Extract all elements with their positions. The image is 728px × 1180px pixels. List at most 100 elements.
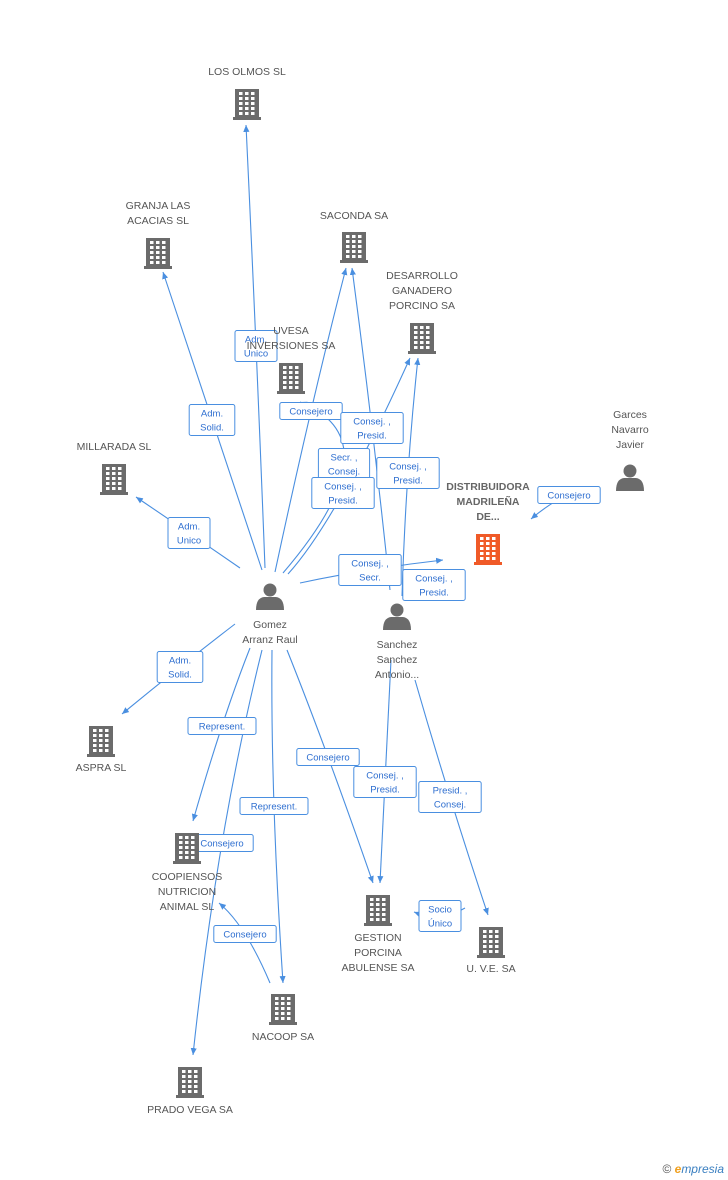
node-label: ASPRA SL: [76, 762, 127, 774]
edge-label-gomez-nacoop[interactable]: Represent.: [239, 797, 309, 815]
node-label: Sanchez: [377, 654, 418, 666]
edge-label-text: Consejero: [223, 930, 266, 941]
node-label: Sanchez: [377, 639, 418, 651]
node-saconda[interactable]: SACONDA SA: [320, 210, 388, 263]
node-label: Garces: [613, 409, 647, 421]
node-label: Javier: [616, 439, 645, 451]
edge-label-gomez-desarrollo[interactable]: Consej. , Presid.: [311, 477, 375, 509]
edge-label-text: Consejero: [547, 491, 590, 502]
node-label: PORCINO SA: [389, 300, 455, 312]
person-icon: [256, 583, 284, 610]
edge-label-gomez-coopiensos[interactable]: Represent.: [187, 717, 257, 735]
node-label: LOS OLMOS SL: [208, 66, 286, 78]
edge-label-garces-distribuidora[interactable]: Consejero: [537, 486, 601, 504]
edge-label-text: Socio: [428, 905, 452, 916]
edge-label-text: Secr.: [359, 573, 381, 584]
node-nacoop[interactable]: NACOOP SA: [252, 994, 314, 1043]
edge-label-text: Consej. ,: [389, 462, 427, 473]
edge-label-text: Presid. ,: [433, 786, 468, 797]
node-prado[interactable]: PRADO VEGA SA: [147, 1067, 233, 1116]
node-label: NACOOP SA: [252, 1031, 314, 1043]
edge-label-box: [338, 554, 402, 586]
edge-label-text: Secr. ,: [331, 453, 358, 464]
edge-label-gomez-gestion[interactable]: Consejero: [296, 748, 360, 766]
edge-label-sanchez-uve[interactable]: Presid. , Consej.: [418, 781, 482, 813]
edge-label-text: Unico: [244, 349, 268, 360]
edge-label-text: Presid.: [393, 476, 423, 487]
edge-label-text: Consej.: [434, 800, 466, 811]
edge-label-sanchez-saconda[interactable]: Consej. , Presid.: [340, 412, 404, 444]
edge-label-gomez-aspra[interactable]: Adm.Solid.: [156, 651, 204, 683]
edge-label-gomez-uvesa[interactable]: Secr. ,Consej.: [317, 448, 371, 480]
edge-label-box: [418, 900, 462, 932]
node-label: GESTION: [354, 932, 401, 944]
edge-label-sanchez-distribuidora[interactable]: Consej. ,Presid.: [402, 569, 466, 601]
node-label: Antonio...: [375, 669, 419, 681]
edge-label-gomez-los_olmos[interactable]: Adm.Unico: [234, 330, 278, 362]
node-label: SACONDA SA: [320, 210, 388, 222]
edge-label-text: Consej. ,: [353, 417, 391, 428]
node-label: MILLARADA SL: [77, 441, 152, 453]
edge-label-gomez-distribuidora[interactable]: Consej. , Secr.: [338, 554, 402, 586]
edge-label-box: [239, 797, 309, 815]
edge-label-text: Represent.: [199, 722, 245, 733]
edge-label-sanchez-desarrollo[interactable]: Consej. , Presid.: [376, 457, 440, 489]
edge-label-sanchez-gestion[interactable]: Consej. ,Presid.: [353, 766, 417, 798]
node-label: Gomez: [253, 619, 287, 631]
edge-label-text: Adm.: [178, 522, 200, 533]
node-uve[interactable]: U. V.E. SA: [466, 927, 516, 975]
edge-label-box: [537, 486, 601, 504]
node-desarrollo[interactable]: DESARROLLO GANADERO PORCINO SA: [386, 270, 458, 354]
edge-label-nacoop-coopiensos[interactable]: Consejero: [213, 925, 277, 943]
node-distribuidora[interactable]: DISTRIBUIDORAMADRILEÑADE...: [446, 481, 530, 565]
person-icon: [383, 603, 411, 630]
building-icon: [233, 89, 261, 120]
edge-label-text: Unico: [177, 536, 201, 547]
edge-label-text: Consej. ,: [351, 559, 389, 570]
node-gestion[interactable]: GESTION PORCINA ABULENSE SA: [342, 895, 415, 974]
node-los_olmos[interactable]: LOS OLMOS SL: [208, 66, 286, 120]
edge-label-text: Consej. ,: [415, 574, 453, 585]
edge-label-text: Presid.: [328, 496, 358, 507]
node-aspra[interactable]: ASPRA SL: [76, 726, 127, 774]
building-icon: [408, 323, 436, 354]
node-label: DISTRIBUIDORA: [446, 481, 530, 493]
edge-label-gomez-millarada[interactable]: Adm. Unico: [167, 517, 211, 549]
edge-label-text: Presid.: [357, 431, 387, 442]
edge-label-gomez-saconda[interactable]: Consejero: [279, 402, 343, 420]
edge-label-box: [296, 748, 360, 766]
node-label: Arranz Raul: [242, 634, 297, 646]
node-sanchez[interactable]: SanchezSanchezAntonio...: [375, 603, 419, 682]
edge-label-text: Consejero: [289, 407, 332, 418]
edge-label-text: Único: [428, 919, 452, 930]
edge-label-box: [376, 457, 440, 489]
person-icon: [616, 464, 644, 491]
brand-logo-e: e: [674, 1162, 682, 1176]
edge-label-box: [402, 569, 466, 601]
edge-label-gomez-prado[interactable]: Consejero: [190, 834, 254, 852]
node-label: DESARROLLO: [386, 270, 458, 282]
edge-label-box: [213, 925, 277, 943]
edge-label-box: [156, 651, 204, 683]
edge-label-box: [353, 766, 417, 798]
node-label: GANADERO: [392, 285, 452, 297]
node-label: MADRILEÑA: [457, 495, 520, 508]
node-label: PORCINA: [354, 947, 402, 959]
edge-label-text: Presid.: [370, 785, 400, 796]
building-icon: [87, 726, 115, 757]
node-label: ABULENSE SA: [342, 962, 415, 974]
building-icon: [144, 238, 172, 269]
node-label: INVERSIONES SA: [247, 340, 336, 352]
edge-label-text: Consej. ,: [324, 482, 362, 493]
edge-label-gomez-granja[interactable]: Adm.Solid.: [188, 404, 236, 436]
building-icon: [364, 895, 392, 926]
node-millarada[interactable]: MILLARADA SL: [77, 441, 152, 495]
edge-label-text: Solid.: [168, 670, 192, 681]
